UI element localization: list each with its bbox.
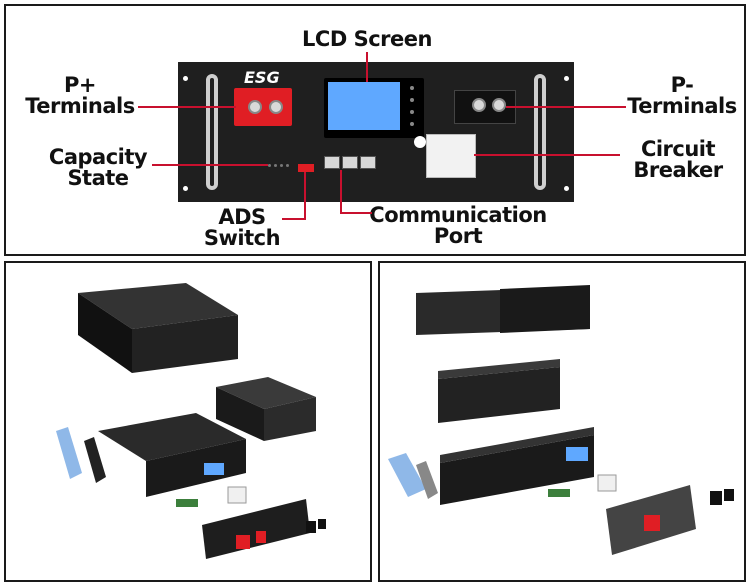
comm-port-rj45 (324, 156, 340, 169)
module-front (264, 397, 316, 441)
red-terminal (256, 531, 266, 543)
leader-line (304, 172, 306, 220)
red-terminal (236, 535, 250, 549)
front-panel-diagram: ESG LCD Screen P+ Terminals P- Terminals… (4, 4, 746, 256)
mount-hole (183, 76, 188, 81)
lcd-button[interactable] (410, 122, 414, 126)
terminal-bolt (472, 98, 486, 112)
exploded-drawing-left (56, 283, 326, 559)
label-comm-2: Port (433, 224, 483, 248)
terminal-bolt (248, 100, 262, 114)
module-front (438, 367, 560, 423)
ads-dip-switch[interactable] (298, 164, 314, 172)
black-terminal (318, 519, 326, 529)
leader-line (340, 212, 372, 214)
label-p-plus-2: Terminals (25, 94, 135, 118)
label-breaker-2: Breaker (633, 158, 723, 182)
breaker-part (597, 474, 617, 492)
label-p-minus-2: Terminals (627, 94, 737, 118)
lcd-button[interactable] (410, 98, 414, 102)
label-capacity-2: State (67, 166, 129, 190)
black-terminal (710, 491, 722, 505)
cover-top (78, 283, 238, 329)
mount-hole (564, 186, 569, 191)
tray-front (146, 439, 246, 497)
module-top (216, 377, 316, 409)
label-comm-1: Communication (369, 203, 547, 227)
cover-inner (500, 285, 590, 333)
tray-lcd (566, 447, 588, 461)
bms-board (388, 453, 426, 497)
capacity-led (274, 164, 277, 167)
lcd-screen (324, 78, 424, 138)
side-bracket (416, 461, 438, 499)
black-terminal (724, 489, 734, 501)
label-ads-2: Switch (203, 226, 281, 250)
capacity-led (286, 164, 289, 167)
front-plate (202, 499, 310, 559)
handle-right (534, 74, 546, 190)
capacity-led (268, 164, 271, 167)
module-side (216, 387, 264, 441)
leader-line (506, 106, 626, 108)
exploded-drawing-right (388, 285, 734, 555)
exploded-view-left (4, 261, 372, 582)
mount-hole (183, 186, 188, 191)
breaker-part (227, 486, 247, 504)
terminal-bolt (492, 98, 506, 112)
positive-terminal-block (234, 88, 292, 126)
pcb-board (548, 489, 570, 497)
label-p-plus-1: P+ (64, 73, 97, 97)
tray-lcd (204, 463, 224, 475)
tray-rail (440, 427, 594, 463)
capacity-led (280, 164, 283, 167)
leader-line (340, 170, 342, 214)
label-lcd-screen: LCD Screen (302, 27, 432, 51)
label-ads-1: ADS (218, 205, 266, 229)
label-capacity-1: Capacity (48, 145, 148, 169)
leader-line (282, 218, 306, 220)
lcd-button[interactable] (410, 86, 414, 90)
leader-line (474, 154, 620, 156)
comm-port-rj45 (360, 156, 376, 169)
leader-line (366, 52, 368, 82)
tray-bottom (98, 413, 246, 461)
exploded-view-right (378, 261, 746, 582)
reset-button[interactable] (414, 136, 426, 148)
side-bracket (84, 437, 106, 483)
comm-port-rj45 (342, 156, 358, 169)
pcb-board (176, 499, 198, 507)
tray-front (440, 435, 594, 505)
leader-line (152, 164, 268, 166)
black-terminal (306, 521, 316, 533)
label-breaker-1: Circuit (640, 137, 716, 161)
brand-logo: ESG (244, 68, 280, 87)
lcd-button[interactable] (410, 110, 414, 114)
label-p-minus-1: P- (670, 73, 694, 97)
leader-line (138, 106, 236, 108)
bms-board (56, 427, 82, 479)
cover-side (78, 293, 132, 373)
red-terminal (644, 515, 660, 531)
module-top (438, 359, 560, 379)
lcd-display (328, 82, 400, 130)
mount-hole (564, 76, 569, 81)
terminal-bolt (269, 100, 283, 114)
circuit-breaker-switch[interactable] (426, 134, 476, 178)
handle-left (206, 74, 218, 190)
cover-front (132, 315, 238, 373)
